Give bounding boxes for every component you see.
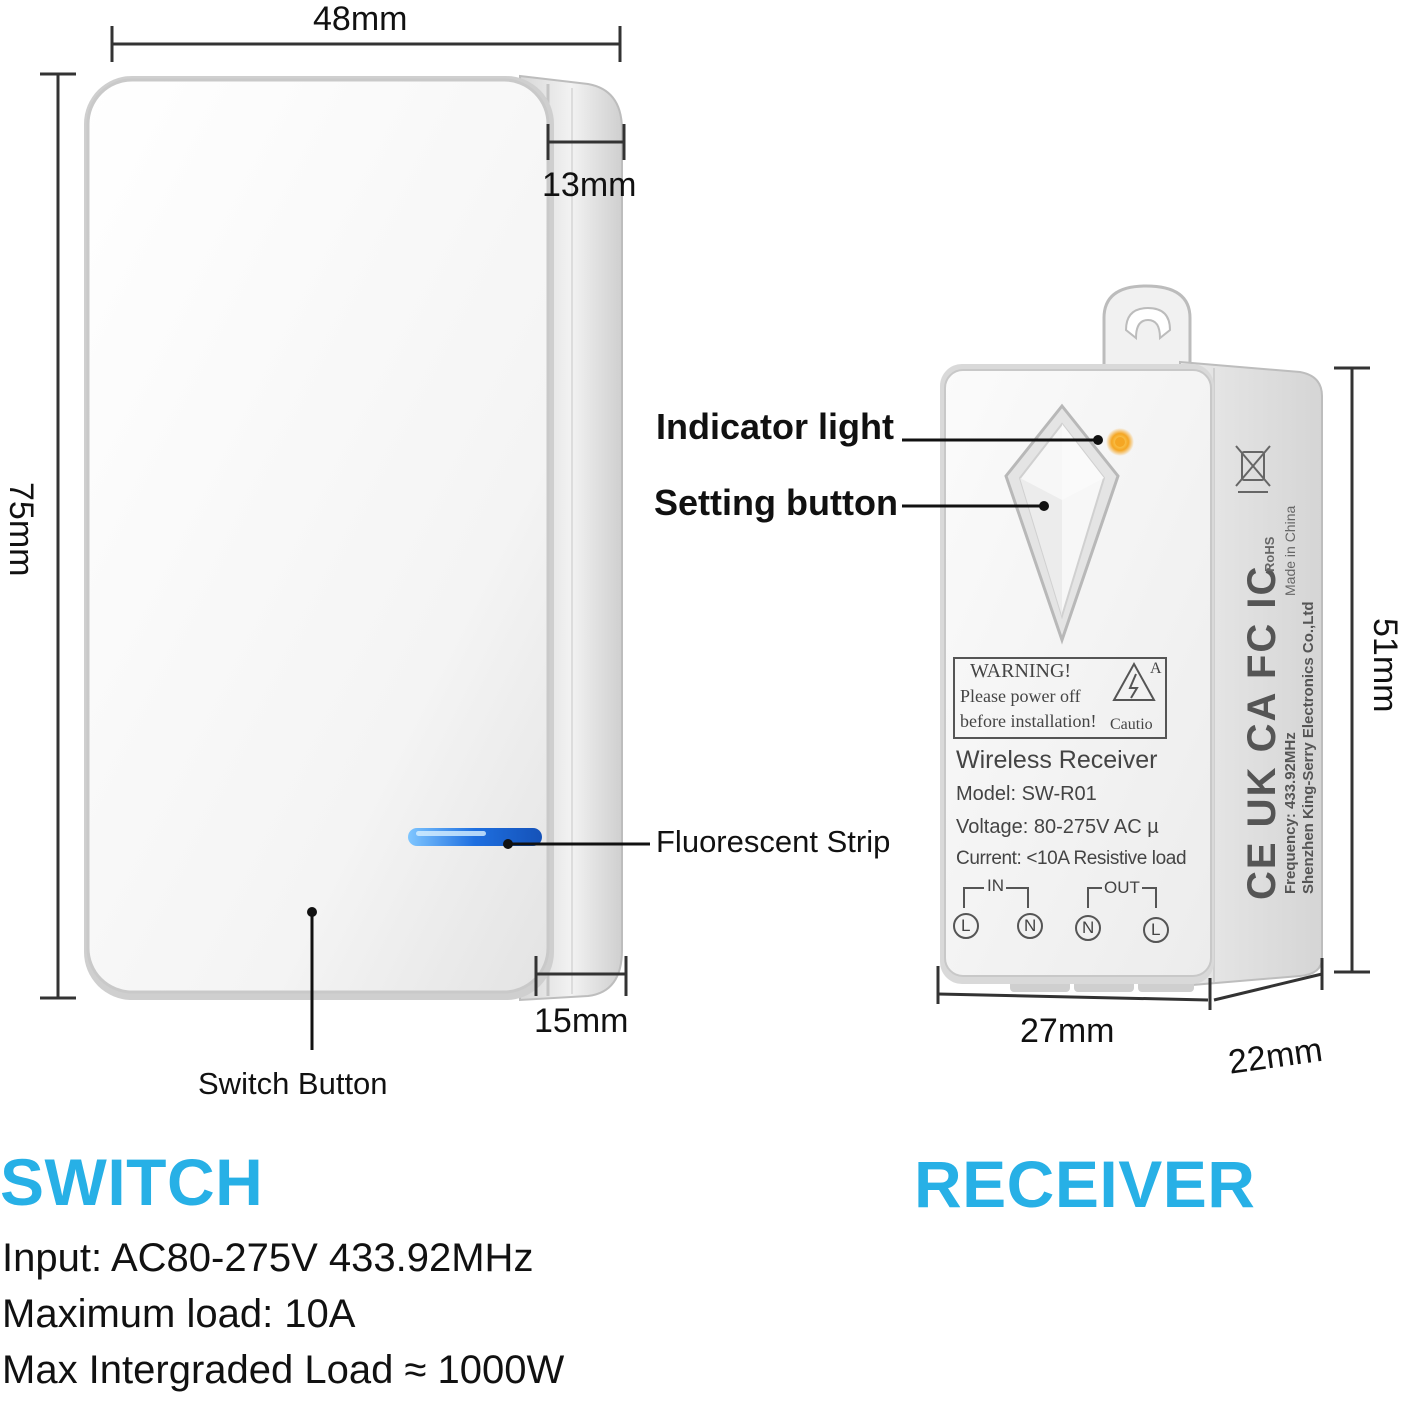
- switch-depth-top-label: 13mm: [542, 166, 637, 204]
- receiver-model: Model: SW-R01: [956, 783, 1097, 805]
- switch-callout-leaders: [307, 839, 650, 1050]
- receiver-product-name: Wireless Receiver: [956, 746, 1158, 774]
- switch-section-title: SWITCH: [0, 1145, 264, 1219]
- terminal-2: N: [1024, 916, 1037, 935]
- receiver-callout-leaders: [902, 435, 1103, 511]
- terminal-out-label: OUT: [1104, 878, 1140, 897]
- wall-switch: [84, 74, 623, 1002]
- receiver-manufacturer: Shenzhen King-Serry Electronics Co.,Ltd: [1300, 601, 1317, 894]
- receiver-section-title: RECEIVER: [914, 1147, 1256, 1221]
- spec-max-integrated-load: Max Intergraded Load ≈ 1000W: [2, 1348, 565, 1392]
- caution-text: Cautio: [1110, 716, 1153, 733]
- wireless-receiver: [940, 284, 1323, 992]
- switch-dimension-lines: [40, 26, 628, 1000]
- caution-letter: A: [1150, 660, 1162, 677]
- terminal-4: L: [1151, 920, 1161, 939]
- switch-height-label: 75mm: [2, 482, 40, 577]
- receiver-width-label: 27mm: [1020, 1012, 1115, 1050]
- setting-button-label: Setting button: [654, 482, 898, 523]
- warning-line-1: Please power off: [960, 686, 1081, 706]
- terminal-1: L: [961, 916, 971, 935]
- warning-line-2: before installation!: [960, 711, 1097, 731]
- switch-button-label: Switch Button: [198, 1066, 388, 1101]
- spec-input: Input: AC80-275V 433.92MHz: [2, 1236, 534, 1280]
- receiver-voltage: Voltage: 80-275V AC µ: [956, 816, 1159, 838]
- receiver-frequency: Frequency: 433.92MHz: [1282, 732, 1299, 894]
- indicator-light-label: Indicator light: [656, 406, 894, 447]
- receiver-height-label: 51mm: [1366, 618, 1402, 713]
- spec-max-load: Maximum load: 10A: [2, 1292, 356, 1336]
- receiver-current: Current: <10A Resistive load: [956, 848, 1187, 869]
- weee-bin-icon: [1235, 445, 1271, 493]
- fluorescent-strip-label: Fluorescent Strip: [656, 824, 891, 859]
- receiver-dimension-lines: [936, 366, 1370, 1010]
- warning-title: WARNING!: [970, 660, 1072, 682]
- terminal-in-label: IN: [987, 876, 1004, 895]
- switch-width-label: 48mm: [313, 0, 408, 38]
- receiver-made-in: Made in China: [1282, 505, 1298, 596]
- receiver-marks: CE UK CA FC IC: [1240, 564, 1284, 900]
- terminal-3: N: [1082, 918, 1095, 937]
- switch-depth-bottom-label: 15mm: [534, 1002, 629, 1040]
- receiver-rohs: RoHS: [1262, 536, 1277, 572]
